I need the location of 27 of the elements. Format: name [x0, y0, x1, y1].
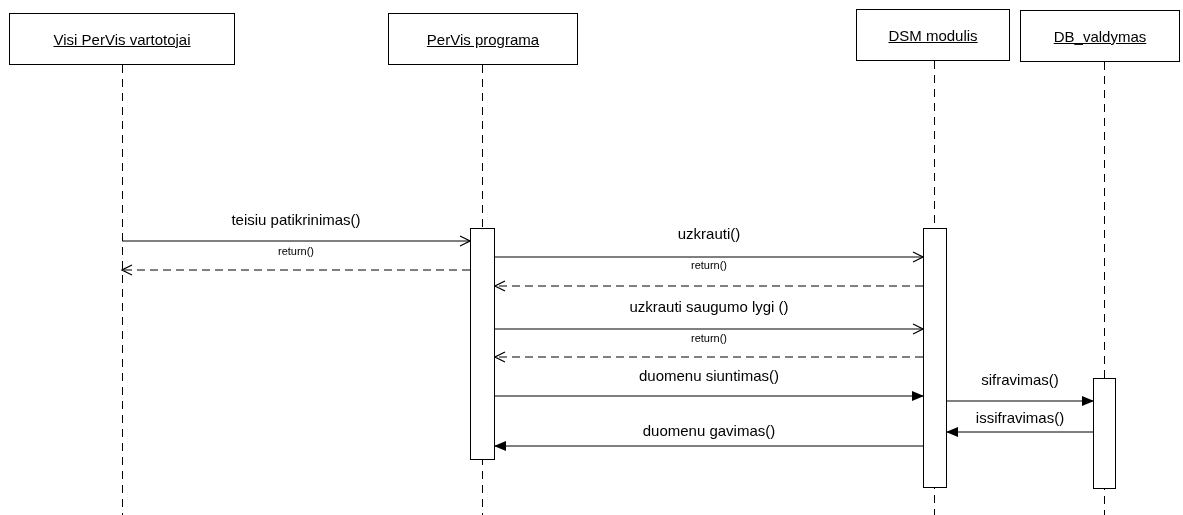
activation-bar: [470, 228, 495, 460]
message-arrow: [494, 351, 924, 363]
participant-name: PerVis programa: [426, 30, 540, 48]
message-arrow: [121, 235, 471, 247]
message-arrow: [494, 323, 924, 335]
edge-label: duomenu siuntimas(): [636, 367, 782, 385]
message-arrow: [494, 441, 924, 451]
edge-label: teisiu patikrinimas(): [229, 211, 363, 229]
edge-label: uzkrauti saugumo lygi (): [627, 298, 791, 316]
message-arrow: [946, 396, 1094, 406]
message-arrow: [946, 427, 1094, 437]
participant-name: DSM modulis: [888, 26, 978, 44]
participant-name: Visi PerVis vartotojai: [53, 30, 191, 48]
edge-label: issifravimas(): [973, 409, 1067, 427]
edge-label: uzkrauti(): [675, 225, 743, 243]
edge-label: return(): [688, 331, 730, 345]
participant-name: DB_valdymas: [1053, 27, 1147, 45]
activation-bar: [923, 228, 947, 488]
message-arrow: [494, 280, 924, 292]
message-arrow: [494, 391, 924, 401]
edge-label: return(): [688, 258, 730, 272]
edge-label: duomenu gavimas(): [640, 422, 778, 440]
activation-bar: [1093, 378, 1116, 489]
message-arrow: [121, 264, 471, 276]
edge-label: sifravimas(): [979, 371, 1061, 389]
edge-label: return(): [275, 244, 317, 258]
message-arrow: [494, 251, 924, 263]
